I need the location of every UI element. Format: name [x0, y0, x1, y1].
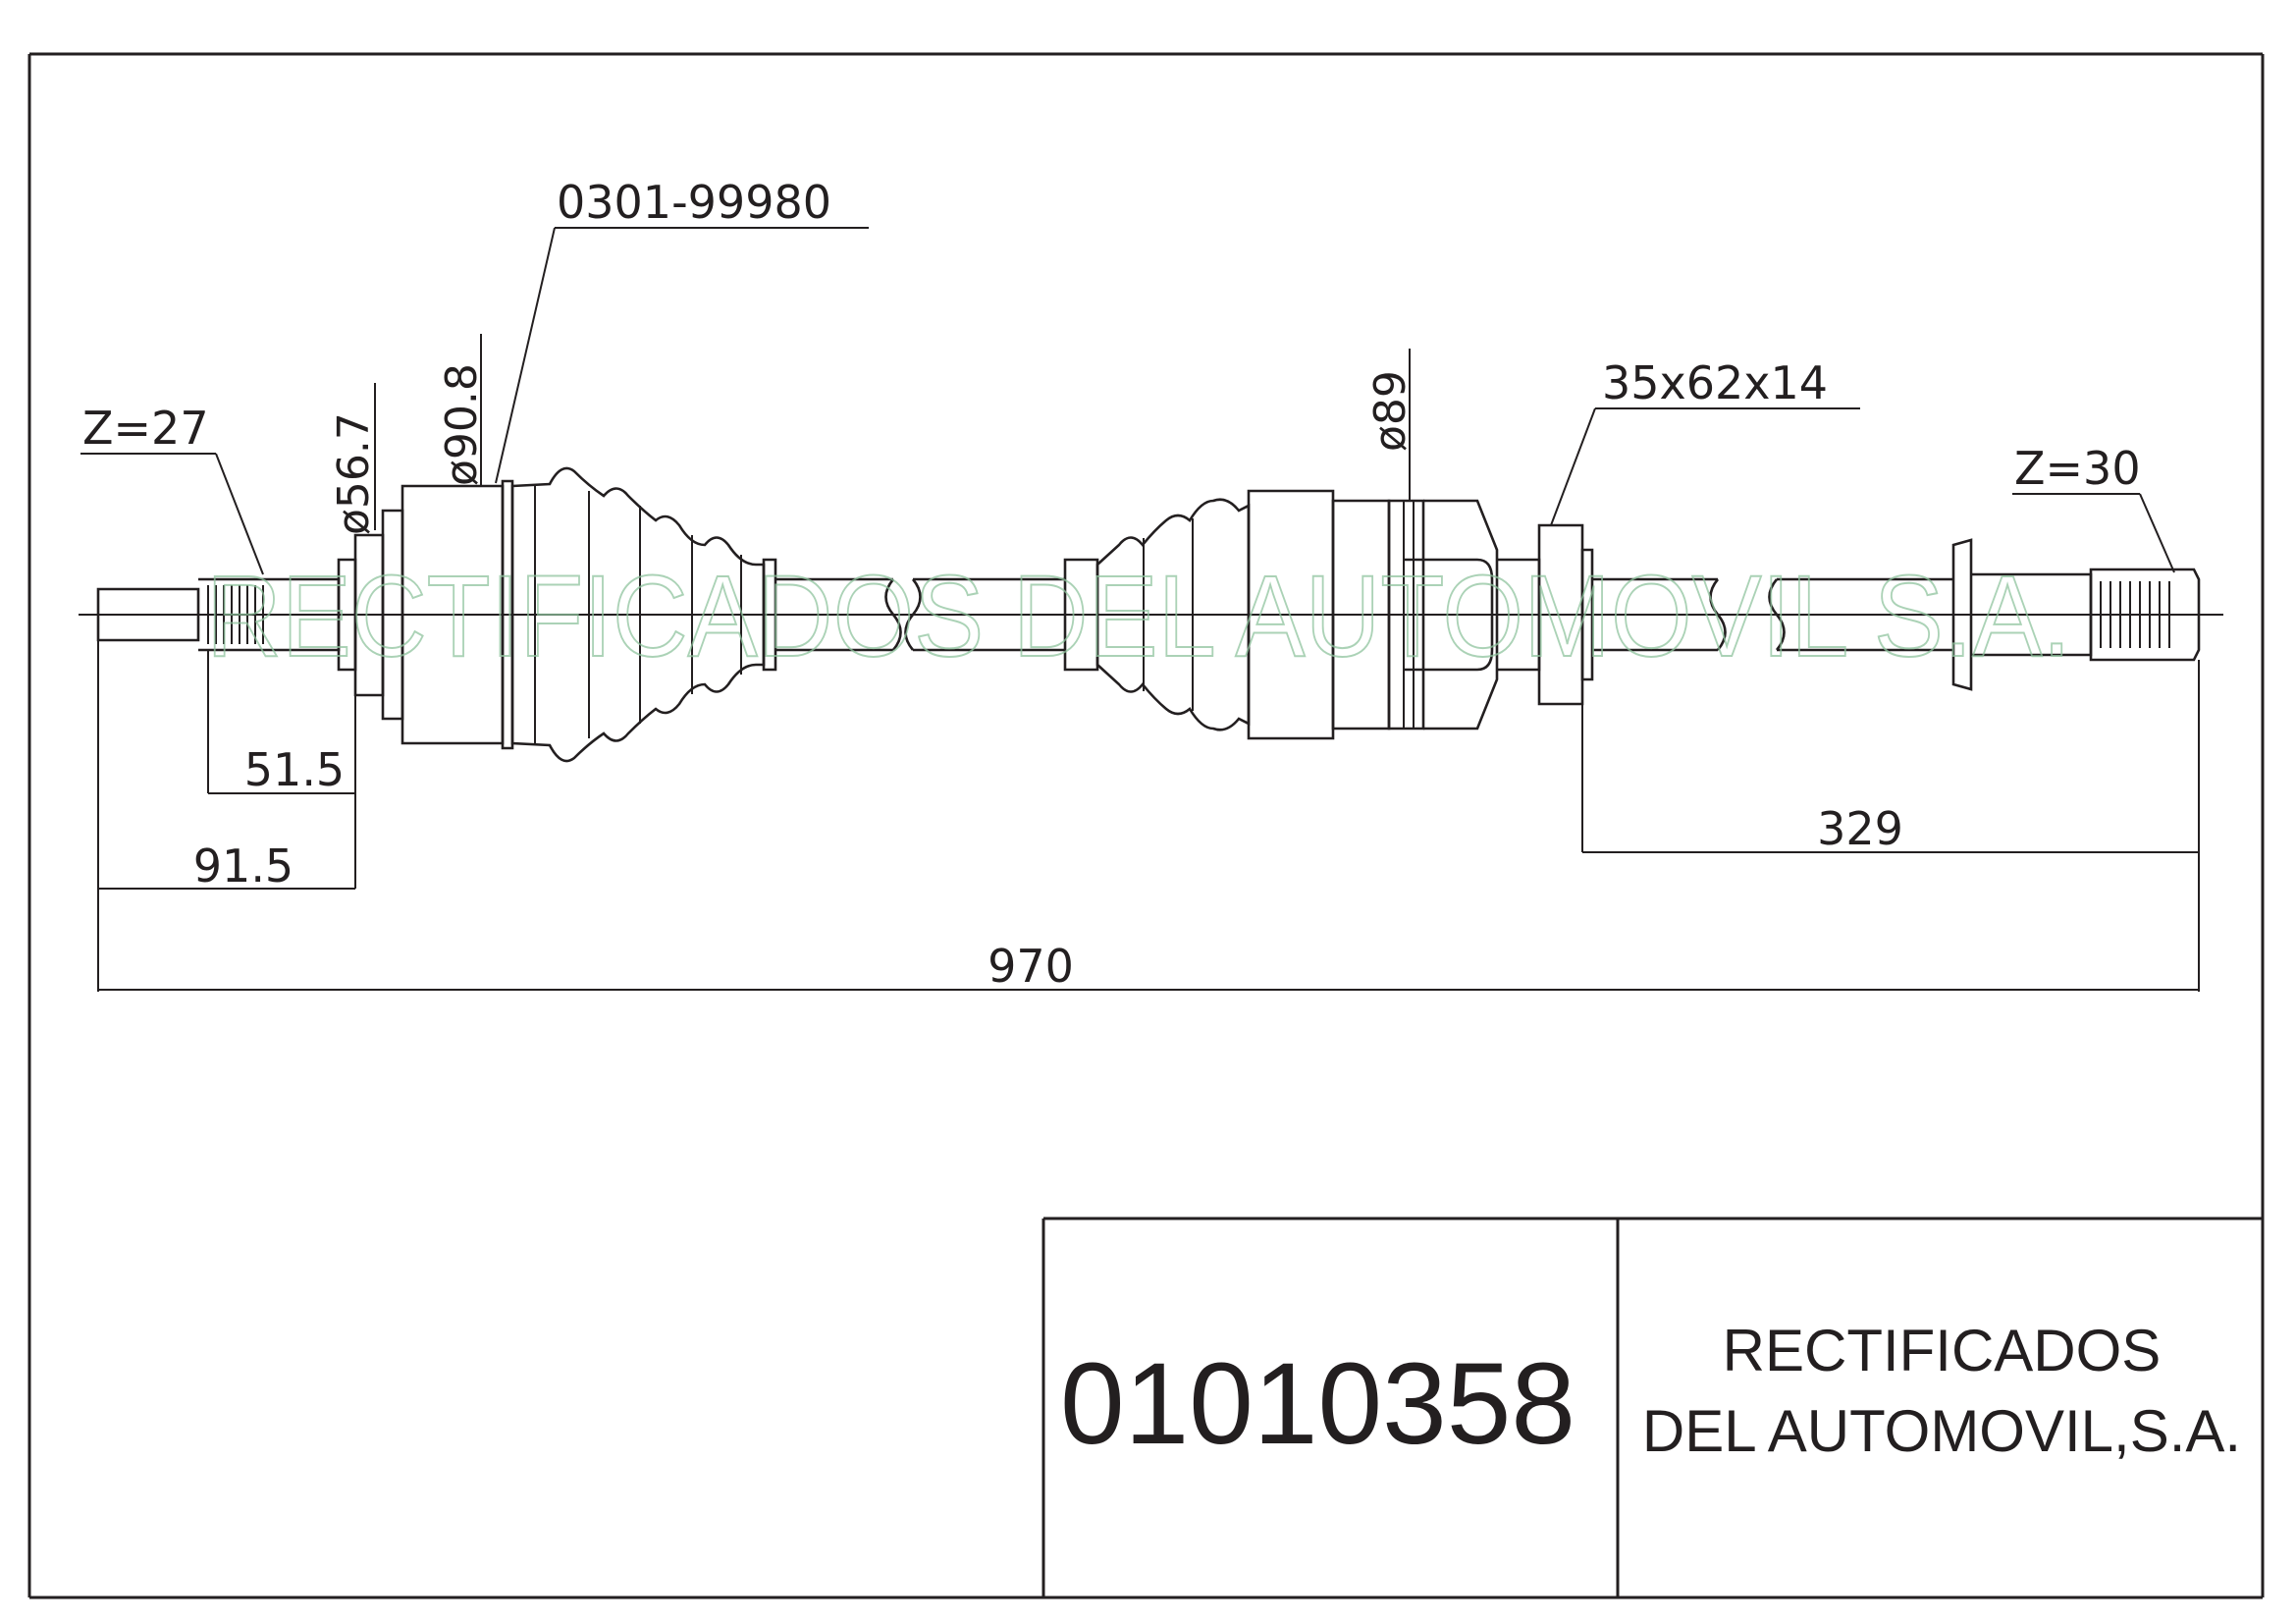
drawing-frame [27, 52, 2265, 1599]
bearing-and-right-shaft [1497, 523, 2201, 706]
dimension-lines [97, 640, 2200, 992]
right-diameter-label: ø89 [1365, 370, 1415, 452]
drive-shaft [96, 466, 2201, 763]
company-name-line2: DEL AUTOMOVIL,S.A. [1642, 1398, 2241, 1464]
dimension-329: 329 [1817, 802, 1903, 855]
left-large-diameter-label: ø90.8 [437, 363, 487, 486]
dimension-51-5: 51.5 [244, 743, 345, 796]
left-small-diameter-label: ø56.7 [329, 412, 379, 535]
callout-leaders [80, 227, 2175, 575]
right-cv-joint-boot [1063, 489, 1499, 740]
right-spline-label: Z=30 [2014, 442, 2141, 495]
boot-reference-label: 0301-99980 [557, 176, 831, 229]
dimension-91-5: 91.5 [193, 839, 294, 893]
part-number: 01010358 [1060, 1339, 1575, 1469]
watermark: RECTIFICADOS DEL AUTOMOVIL S.A. [206, 552, 2071, 681]
middle-shaft [775, 577, 1065, 652]
company-name-line1: RECTIFICADOS [1723, 1318, 2162, 1383]
bearing-size-label: 35x62x14 [1602, 356, 1828, 409]
left-stub-shaft [96, 509, 404, 721]
title-block: 01010358 RECTIFICADOS DEL AUTOMOVIL,S.A. [1041, 1217, 2263, 1597]
left-cv-joint-boot [400, 466, 777, 763]
dimension-970: 970 [988, 940, 1074, 993]
left-spline-label: Z=27 [82, 402, 209, 455]
